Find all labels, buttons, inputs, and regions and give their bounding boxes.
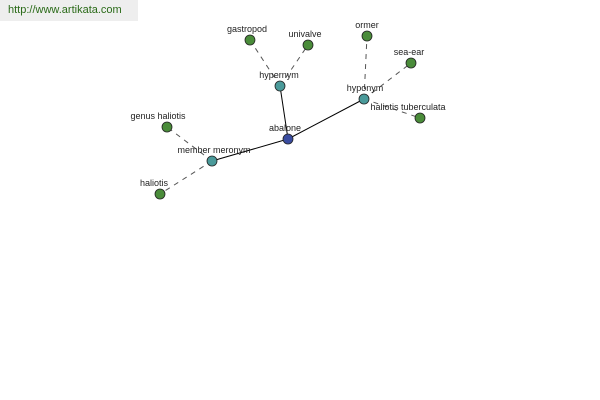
node-sea-ear[interactable] xyxy=(405,57,417,69)
node-haliotis[interactable] xyxy=(154,188,166,200)
node-label-univalve[interactable]: univalve xyxy=(288,29,321,39)
url-banner[interactable]: http://www.artikata.com xyxy=(0,0,138,21)
node-label-hypernym[interactable]: hypernym xyxy=(259,70,299,80)
edge-member-meronym-to-haliotis xyxy=(159,160,213,195)
node-univalve[interactable] xyxy=(302,39,314,51)
node-label-gastropod[interactable]: gastropod xyxy=(227,24,267,34)
node-genus-haliotis[interactable] xyxy=(161,121,173,133)
labels-layer: abalone hypernym hyponym member meronym gast… xyxy=(130,20,445,188)
node-member-meronym[interactable] xyxy=(206,155,218,167)
nodes-layer xyxy=(154,30,426,200)
edge-abalone-to-hyponym xyxy=(287,98,365,140)
node-hyponym[interactable] xyxy=(358,93,370,105)
node-label-haliotis-tuberculata[interactable]: haliotis tuberculata xyxy=(370,102,445,112)
edge-abalone-to-member-meronym xyxy=(211,138,289,162)
edge-hyponym-to-sea-ear xyxy=(363,62,412,100)
node-label-ormer[interactable]: ormer xyxy=(355,20,379,30)
edges-layer xyxy=(159,35,421,195)
edge-hyponym-to-ormer xyxy=(363,35,368,100)
node-label-hyponym[interactable]: hyponym xyxy=(347,83,384,93)
edge-member-meronym-to-genus-haliotis xyxy=(166,126,213,162)
node-gastropod[interactable] xyxy=(244,34,256,46)
node-haliotis-tuberculata[interactable] xyxy=(414,112,426,124)
node-label-genus-haliotis[interactable]: genus haliotis xyxy=(130,111,186,121)
node-ormer[interactable] xyxy=(361,30,373,42)
node-abalone[interactable] xyxy=(282,133,294,145)
node-hypernym[interactable] xyxy=(274,80,286,92)
node-label-abalone[interactable]: abalone xyxy=(269,123,301,133)
edge-abalone-to-hypernym xyxy=(279,85,289,140)
node-label-sea-ear[interactable]: sea-ear xyxy=(394,47,425,57)
node-label-haliotis[interactable]: haliotis xyxy=(140,178,169,188)
edge-hypernym-to-univalve xyxy=(279,44,309,87)
node-label-member-meronym[interactable]: member meronym xyxy=(177,145,250,155)
